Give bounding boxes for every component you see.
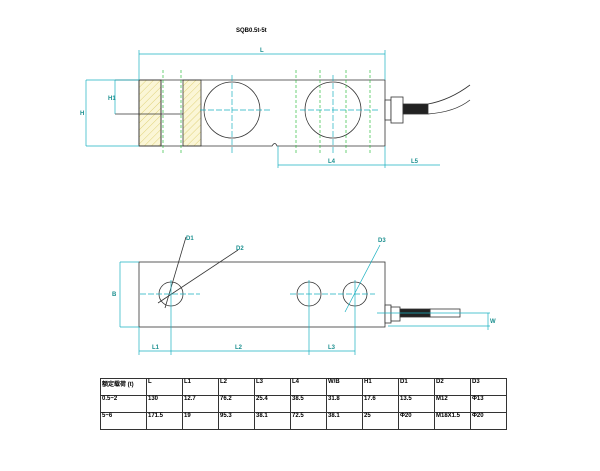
header-cell: L1	[182, 378, 219, 396]
dim-L5: L5	[411, 159, 419, 165]
table-cell: 0.5~2	[100, 395, 147, 413]
side-view	[115, 79, 471, 147]
dim-L4: L4	[328, 159, 336, 165]
table-cell: 17.6	[362, 395, 399, 413]
table-cell: 130	[146, 395, 183, 413]
dim-L3: L3	[328, 345, 336, 351]
dim-H1: H1	[108, 96, 116, 102]
header-cell: D3	[470, 378, 507, 396]
dim-L: L	[260, 48, 264, 54]
table-row: 0.5~2 130 12.7 76.2 25.4 38.5 31.8 17.6 …	[100, 395, 507, 413]
dim-L1: L1	[152, 345, 160, 351]
table-cell: 38.1	[326, 412, 363, 430]
table-cell: 31.8	[326, 395, 363, 413]
table-cell: 13.5	[398, 395, 435, 413]
dim-D3: D3	[378, 238, 386, 244]
top-view	[138, 236, 461, 328]
table-cell: M12	[434, 395, 471, 413]
header-cell: 额定载荷 (t)	[100, 378, 147, 396]
table-cell: Φ13	[470, 395, 507, 413]
header-cell: L	[146, 378, 183, 396]
header-cell: H1	[362, 378, 399, 396]
dim-D1: D1	[186, 236, 194, 242]
table-cell: 95.3	[218, 412, 255, 430]
table-cell: Φ20	[470, 412, 507, 430]
header-cell: D1	[398, 378, 435, 396]
header-cell: L4	[290, 378, 327, 396]
table-cell: 72.5	[290, 412, 327, 430]
header-cell: L2	[218, 378, 255, 396]
spec-table: 额定载荷 (t) L L1 L2 L3 L4 W/B H1 D1 D2 D3 0…	[100, 378, 507, 430]
table-cell: Φ20	[398, 412, 435, 430]
drawing-title: SQB0.5t-5t	[236, 28, 267, 34]
table-cell: 19	[182, 412, 219, 430]
table-cell: 76.2	[218, 395, 255, 413]
table-cell: 171.5	[146, 412, 183, 430]
table-cell: 5~6	[100, 412, 147, 430]
table-row: 5~6 171.5 19 95.3 38.1 72.5 38.1 25 Φ20 …	[100, 412, 507, 430]
header-cell: W/B	[326, 378, 363, 396]
dim-W: W	[490, 319, 496, 325]
header-cell: D2	[434, 378, 471, 396]
dim-L2: L2	[235, 345, 243, 351]
dim-B: B	[112, 292, 117, 298]
table-cell: 38.1	[254, 412, 291, 430]
table-cell: 25	[362, 412, 399, 430]
dim-H: H	[80, 111, 84, 117]
table-header-row: 额定载荷 (t) L L1 L2 L3 L4 W/B H1 D1 D2 D3	[100, 378, 507, 396]
table-cell: M18X1.5	[434, 412, 471, 430]
dim-D2: D2	[236, 246, 244, 252]
table-cell: 12.7	[182, 395, 219, 413]
table-cell: 38.5	[290, 395, 327, 413]
table-cell: 25.4	[254, 395, 291, 413]
header-cell: L3	[254, 378, 291, 396]
